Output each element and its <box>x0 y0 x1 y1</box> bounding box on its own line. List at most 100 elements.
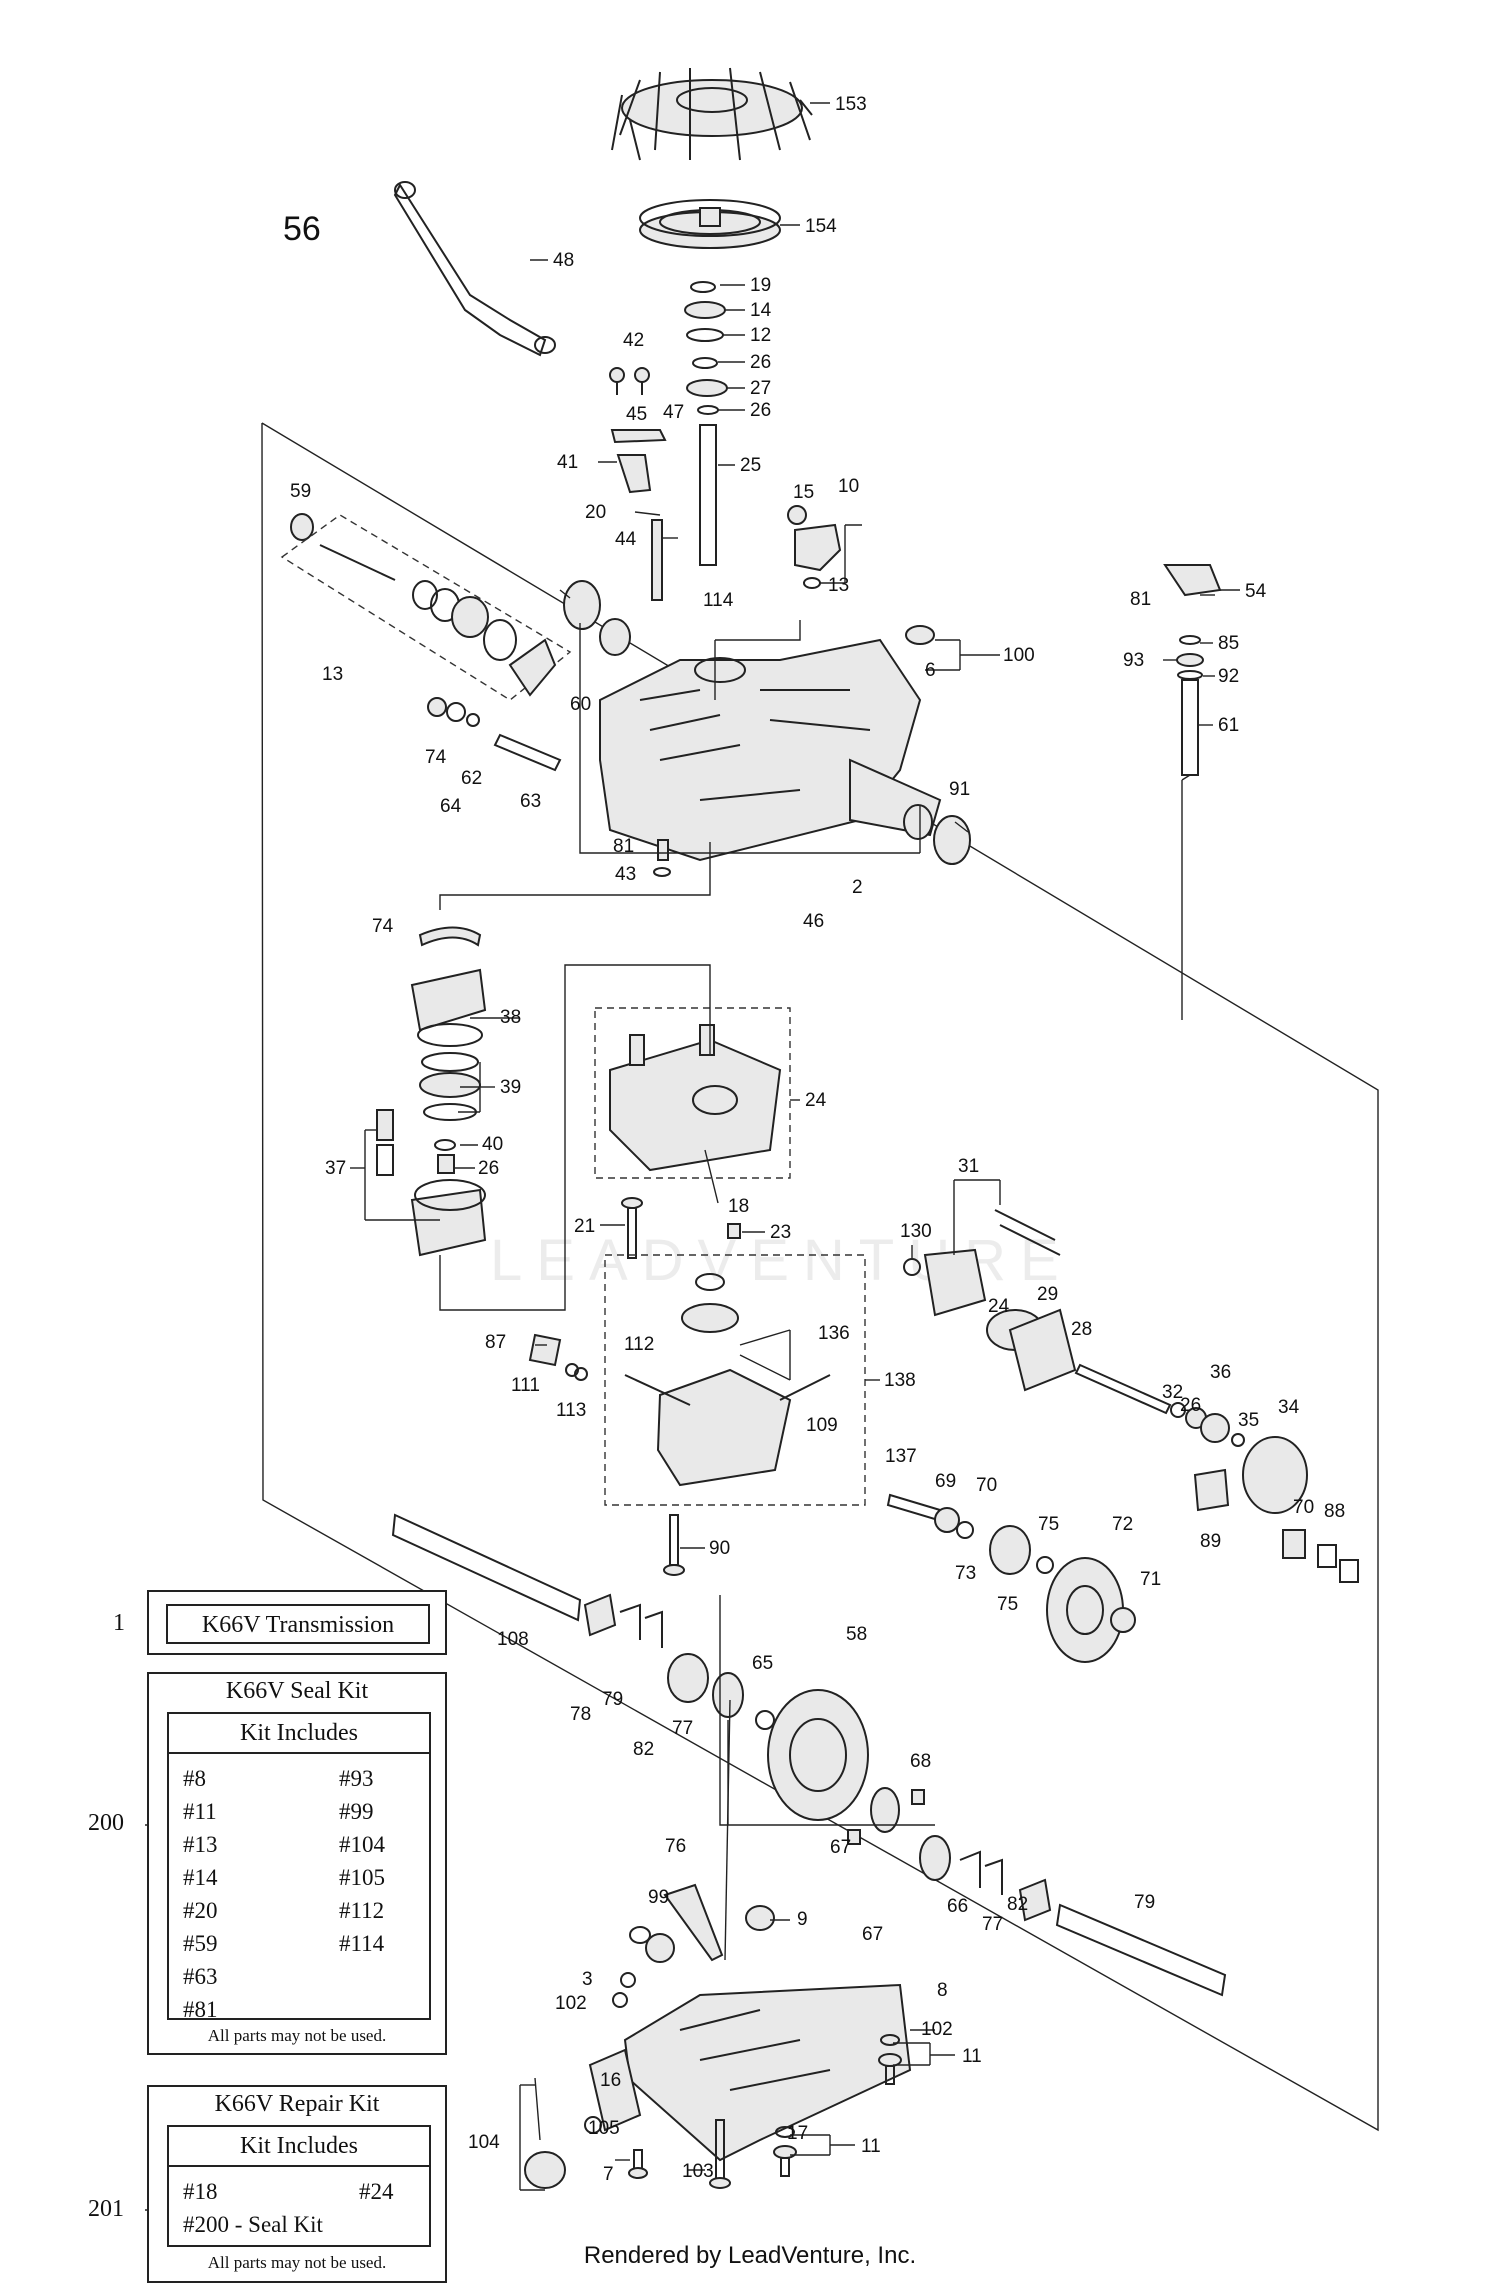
part-callout-14: 14 <box>750 300 772 321</box>
part-callout-154: 154 <box>805 216 837 237</box>
bushing-74-right <box>903 804 933 840</box>
part-callout-85: 85 <box>1218 633 1239 654</box>
sealant-tube-99 <box>663 1883 724 1962</box>
washer-58 <box>755 1710 775 1730</box>
leader-diff <box>724 1699 731 1961</box>
oring-104 <box>584 2116 602 2134</box>
clips-77-82 <box>959 1850 1003 1895</box>
part-callout-130: 130 <box>900 1221 932 1242</box>
seal-kit-item: #63 <box>183 1964 218 1989</box>
seal-kit-item: #81 <box>183 1997 218 2022</box>
part-callout-36: 36 <box>1210 1362 1231 1383</box>
seal-kit-item: #11 <box>183 1799 217 1824</box>
fasteners-11-16-lower <box>773 2126 797 2177</box>
seal-kit-item: #104 <box>339 1832 385 1857</box>
part-callout-79: 79 <box>1134 1892 1155 1913</box>
part-callout-105: 105 <box>588 2118 620 2139</box>
part-callout-79: 79 <box>602 1689 623 1710</box>
part-callout-81: 81 <box>1130 589 1151 610</box>
washer-75a <box>956 1521 974 1539</box>
part-callout-38: 38 <box>500 1007 521 1028</box>
pulley <box>639 199 781 249</box>
repair-kit-title: K66V Repair Kit <box>214 2091 380 2117</box>
part-callout-7: 7 <box>603 2164 614 2185</box>
part-callout-34: 34 <box>1278 1397 1300 1418</box>
bolt-7 <box>709 2119 731 2189</box>
part-callout-75: 75 <box>1038 1514 1059 1535</box>
shaft-91 <box>1176 635 1204 776</box>
block-67b <box>847 1829 861 1845</box>
bracket-45 <box>610 429 667 444</box>
part-callout-69: 69 <box>935 1471 956 1492</box>
part-callout-62: 62 <box>461 768 482 789</box>
part-callout-40: 40 <box>482 1134 503 1155</box>
plug-6 <box>905 625 935 645</box>
gear-70 <box>934 1507 960 1533</box>
part-callout-82: 82 <box>1007 1894 1028 1915</box>
lower-housing-ribs <box>679 2009 831 2091</box>
part-callout-6: 6 <box>925 660 936 681</box>
assembly-outline <box>261 422 1379 2132</box>
seal-kit-item: #20 <box>183 1898 218 1923</box>
part-callout-61: 61 <box>1218 715 1239 736</box>
footer-credit: Rendered by LeadVenture, Inc. <box>583 2242 917 2269</box>
part-callout-76: 76 <box>665 1836 686 1857</box>
bracket-41 <box>616 454 652 494</box>
brake-disc-87 <box>1242 1436 1308 1514</box>
spring-43 <box>657 839 669 861</box>
part-callout-12: 12 <box>750 325 771 346</box>
part-callout-16: 16 <box>600 2070 621 2091</box>
transmission-box: K66V Transmission <box>147 1590 447 1655</box>
part-callout-67: 67 <box>862 1924 883 1945</box>
part-callout-60: 60 <box>570 694 591 715</box>
part-callout-72: 72 <box>1112 1514 1133 1535</box>
part-callout-18: 18 <box>728 1196 749 1217</box>
part-callout-47: 47 <box>663 402 684 423</box>
seal-8 <box>745 1905 775 1931</box>
part-callout-26: 26 <box>478 1158 499 1179</box>
part-callout-137: 137 <box>885 1446 917 1467</box>
screws-42 <box>609 367 650 395</box>
part-callout-63: 63 <box>520 791 541 812</box>
bull-gear-68 <box>767 1689 869 1821</box>
part-callout-67: 67 <box>830 1837 851 1858</box>
part-callout-153: 153 <box>835 94 867 115</box>
part-callout-13: 13 <box>322 664 343 685</box>
seal-kit-ref: 200 <box>88 1810 124 1836</box>
ring-26b <box>1170 1402 1186 1418</box>
gerotor <box>681 1303 739 1333</box>
part-callout-15: 15 <box>793 482 814 503</box>
filter-105 <box>588 2048 642 2132</box>
part-callout-138: 138 <box>884 1370 916 1391</box>
part-callout-75: 75 <box>997 1594 1018 1615</box>
clips-82 <box>619 1603 663 1648</box>
part-callout-21: 21 <box>574 1216 595 1237</box>
part-callout-136: 136 <box>818 1323 850 1344</box>
part-callout-45: 45 <box>626 404 647 425</box>
bevel-gear-right <box>919 1835 951 1881</box>
seal-59 <box>290 513 314 541</box>
transmission-label: K66V Transmission <box>201 1612 395 1638</box>
oring-102a <box>620 1972 636 1988</box>
nut-64 <box>427 697 447 717</box>
shaft-61 <box>493 733 562 772</box>
shim-89b <box>1339 1559 1359 1583</box>
part-callout-2: 2 <box>852 877 863 898</box>
part-callout-81: 81 <box>613 836 634 857</box>
part-callout-25: 25 <box>740 455 761 476</box>
kit-60-parts <box>319 544 557 697</box>
part-callout-82: 82 <box>633 1739 654 1760</box>
part-callout-20: 20 <box>585 502 606 523</box>
part-callout-111: 111 <box>511 1375 540 1396</box>
part-callout-103: 103 <box>682 2161 714 2182</box>
kit-18-outline <box>594 1007 791 1179</box>
part-callout-102: 102 <box>555 1993 587 2014</box>
seal-kit-item: #14 <box>183 1865 218 1890</box>
seal-kit-box: K66V Seal Kit Kit Includes #8 #11 #13 #1… <box>147 1672 447 2055</box>
kit-109-outline <box>604 1254 866 1506</box>
motor-shaft-32 <box>1074 1363 1172 1415</box>
seal-kit-item: #13 <box>183 1832 218 1857</box>
pistons-24 <box>994 1209 1061 1256</box>
seal-kit-title: K66V Seal Kit <box>225 1678 369 1704</box>
part-callout-100: 100 <box>1003 645 1035 666</box>
